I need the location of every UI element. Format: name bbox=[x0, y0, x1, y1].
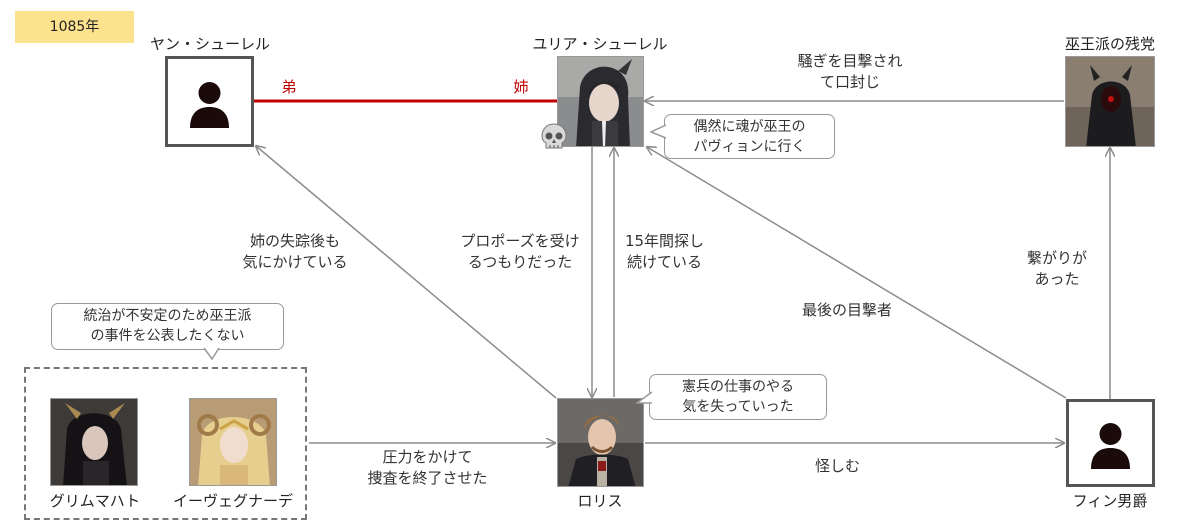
person-silhouette-icon bbox=[190, 82, 229, 128]
loris-bubble-tail bbox=[636, 391, 653, 404]
sibling-label-julia: 姉 bbox=[513, 78, 529, 96]
yan-portrait bbox=[165, 56, 254, 147]
ievegnade-portrait bbox=[189, 398, 277, 486]
remnant-portrait bbox=[1065, 56, 1155, 147]
label-loris-to-yan: 姉の失踪後も 気にかけている bbox=[242, 232, 348, 271]
loris-speech-bubble: 憲兵の仕事のやる 気を失っていった bbox=[649, 374, 827, 420]
loris-portrait bbox=[557, 398, 644, 487]
label-remnant-to-julia: 騒ぎを目撃され て口封じ bbox=[797, 52, 903, 91]
label-finn-to-remnant: 繋がりが あった bbox=[1026, 249, 1087, 288]
group-bubble-tail bbox=[203, 347, 220, 361]
edge-loris-to-yan bbox=[256, 146, 557, 399]
label-julia-to-loris: プロポーズを受け るつもりだった bbox=[460, 232, 580, 271]
group-speech-bubble: 統治が不安定のため巫王派 の事件を公表したくない bbox=[51, 303, 284, 350]
skull-icon bbox=[539, 122, 569, 152]
julia-speech-bubble: 偶然に魂が巫王の パヴィョンに行く bbox=[664, 114, 835, 159]
year-tag: 1085年 bbox=[15, 11, 134, 43]
loris-name: ロリス bbox=[577, 492, 623, 510]
sibling-label-yan: 弟 bbox=[281, 78, 297, 96]
label-finn-to-julia: 最後の目撃者 bbox=[801, 301, 892, 319]
ievegnade-name: イーヴェグナーデ bbox=[172, 492, 293, 510]
yan-name: ヤン・シューレル bbox=[149, 35, 270, 53]
grimmahat-portrait bbox=[50, 398, 138, 486]
person-silhouette-icon bbox=[1091, 423, 1130, 469]
label-loris-to-julia: 15年間探し 続けている bbox=[624, 232, 705, 271]
label-loris-to-finn: 怪しむ bbox=[814, 457, 860, 475]
edge-finn-to-julia bbox=[647, 147, 1067, 399]
label-group-to-loris: 圧力をかけて 捜査を終了させた bbox=[367, 448, 488, 487]
finn-portrait bbox=[1066, 399, 1155, 487]
government-group-box bbox=[24, 367, 307, 520]
julia-bubble-tail bbox=[650, 124, 667, 139]
remnant-name: 巫王派の残党 bbox=[1064, 35, 1155, 53]
julia-name: ユリア・シューレル bbox=[532, 35, 668, 53]
finn-name: フィン男爵 bbox=[1072, 492, 1148, 510]
julia-portrait bbox=[557, 56, 644, 147]
grimmahat-name: グリムマハト bbox=[49, 492, 141, 510]
